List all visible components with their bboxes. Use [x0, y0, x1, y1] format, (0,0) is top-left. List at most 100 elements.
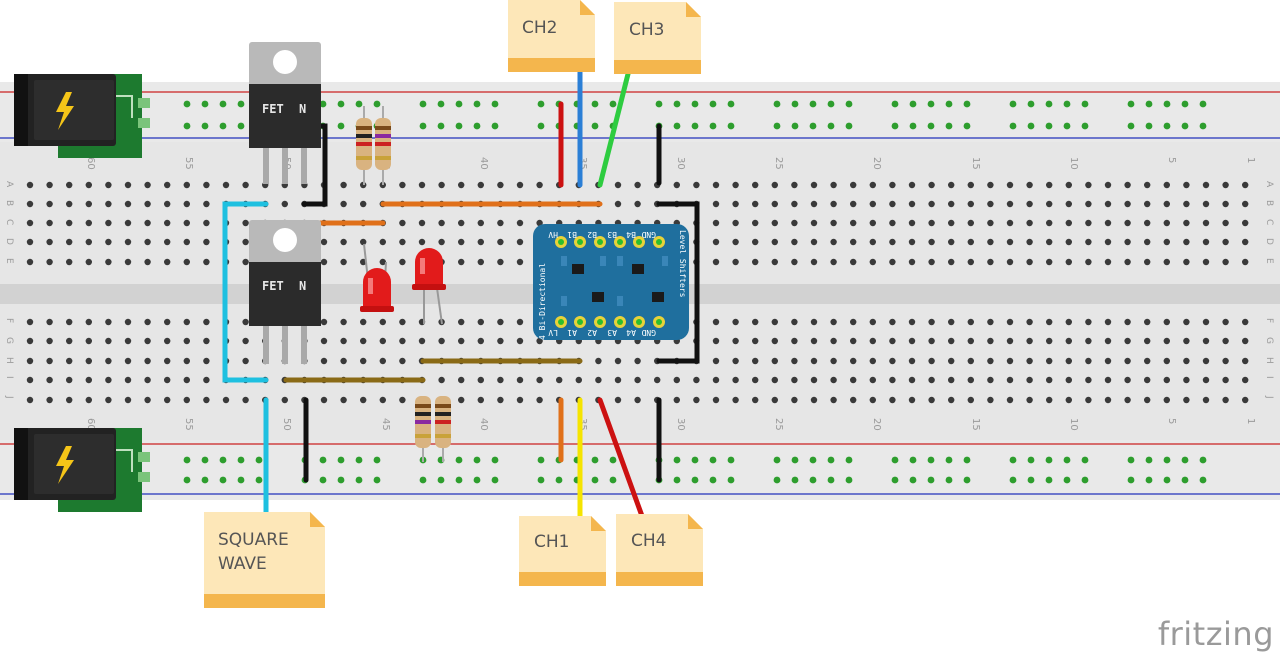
- breadboard-hole: [791, 200, 798, 208]
- breadboard-hole: [360, 396, 367, 404]
- shifter-pin-label: B3: [607, 230, 617, 239]
- breadboard-hole: [850, 376, 857, 384]
- rail-hole: [319, 476, 327, 484]
- breadboard-hole: [26, 376, 34, 384]
- breadboard-hole: [1006, 258, 1014, 266]
- rail-hole: [709, 122, 717, 130]
- shifter-title-right: Level Shifters: [678, 230, 687, 298]
- rail-hole: [337, 100, 345, 108]
- rail-hole: [845, 476, 853, 484]
- rail-hole: [555, 476, 563, 484]
- breadboard-hole: [1104, 357, 1112, 365]
- breadboard-hole: [732, 258, 739, 266]
- rail-hole: [845, 122, 853, 130]
- breadboard-hole: [418, 238, 426, 246]
- breadboard-hole: [320, 337, 328, 345]
- rail-hole: [827, 476, 835, 484]
- breadboard-hole: [340, 337, 347, 345]
- breadboard-hole: [399, 238, 406, 246]
- rail-hole: [727, 476, 735, 484]
- rail-hole: [355, 456, 363, 464]
- rail-hole: [373, 456, 381, 464]
- breadboard-hole: [1104, 200, 1112, 208]
- shifter-pin: A1: [567, 316, 586, 337]
- wires: [222, 67, 700, 519]
- breadboard-hole: [967, 376, 974, 384]
- rail-hole: [237, 476, 245, 484]
- column-number: 60: [85, 157, 96, 170]
- breadboard-hole: [360, 337, 367, 345]
- wire-black-gnd-loop: [656, 201, 700, 364]
- breadboard-hole: [379, 396, 386, 404]
- breadboard-hole: [830, 238, 837, 246]
- breadboard-hole: [810, 376, 818, 384]
- breadboard-hole: [1124, 337, 1131, 345]
- breadboard-hole: [752, 219, 759, 227]
- breadboard-hole: [1104, 318, 1112, 326]
- breadboard-hole: [889, 337, 896, 345]
- breadboard-hole: [66, 396, 73, 404]
- shifter-pin-label: B1: [567, 230, 577, 239]
- breadboard-hole: [1144, 181, 1151, 189]
- breadboard-hole: [164, 200, 171, 208]
- breadboard-hole: [105, 376, 112, 384]
- breadboard-hole: [1163, 396, 1171, 404]
- note-ch4-text: CH4: [631, 531, 666, 551]
- breadboard-hole: [536, 181, 543, 189]
- breadboard-hole: [987, 396, 994, 404]
- rail-hole: [1163, 122, 1171, 130]
- rail-hole: [455, 476, 463, 484]
- breadboard-hole: [536, 396, 543, 404]
- rail-hole: [891, 100, 899, 108]
- breadboard-hole: [1144, 357, 1151, 365]
- rail-hole: [609, 456, 617, 464]
- rail-hole: [537, 100, 545, 108]
- note-ch3-text: CH3: [629, 20, 664, 40]
- breadboard-hole: [752, 357, 759, 365]
- rail-hole: [1145, 476, 1153, 484]
- breadboard-hole: [1222, 376, 1229, 384]
- breadboard-hole: [732, 396, 739, 404]
- breadboard-hole: [830, 200, 837, 208]
- breadboard-hole: [26, 337, 34, 345]
- breadboard-hole: [105, 181, 112, 189]
- breadboard-hole: [732, 318, 739, 326]
- breadboard-hole: [1065, 396, 1073, 404]
- breadboard-hole: [1085, 181, 1092, 189]
- rail-hole: [591, 456, 599, 464]
- breadboard-hole: [1222, 396, 1229, 404]
- top-power-rail: [0, 82, 1280, 142]
- breadboard-hole: [908, 219, 916, 227]
- breadboard-hole: [458, 396, 465, 404]
- breadboard-hole: [438, 181, 445, 189]
- breadboard-hole: [850, 357, 857, 365]
- breadboard-hole: [203, 318, 210, 326]
- breadboard-hole: [1163, 337, 1171, 345]
- breadboard-hole: [830, 337, 837, 345]
- rail-hole: [219, 100, 227, 108]
- breadboard-hole: [791, 357, 798, 365]
- breadboard-hole: [340, 357, 347, 365]
- breadboard-hole: [869, 258, 876, 266]
- breadboard-hole: [438, 337, 445, 345]
- breadboard-hole: [477, 258, 484, 266]
- breadboard-hole: [164, 258, 171, 266]
- breadboard-hole: [26, 200, 34, 208]
- breadboard-hole: [124, 181, 132, 189]
- rail-hole: [945, 100, 953, 108]
- breadboard-hole: [418, 337, 426, 345]
- rail-hole: [827, 456, 835, 464]
- breadboard-hole: [438, 238, 445, 246]
- breadboard-hole: [516, 219, 524, 227]
- row-letter: H: [1264, 357, 1274, 364]
- breadboard-hole: [242, 357, 249, 365]
- resistors-top: [356, 106, 391, 185]
- breadboard-hole: [967, 200, 974, 208]
- breadboard-hole: [46, 376, 53, 384]
- breadboard-hole: [1065, 181, 1073, 189]
- rail-hole: [1009, 476, 1017, 484]
- breadboard-hole: [497, 181, 504, 189]
- breadboard-hole: [399, 181, 406, 189]
- wire-cyan-loop: [222, 201, 269, 383]
- rail-hole: [945, 456, 953, 464]
